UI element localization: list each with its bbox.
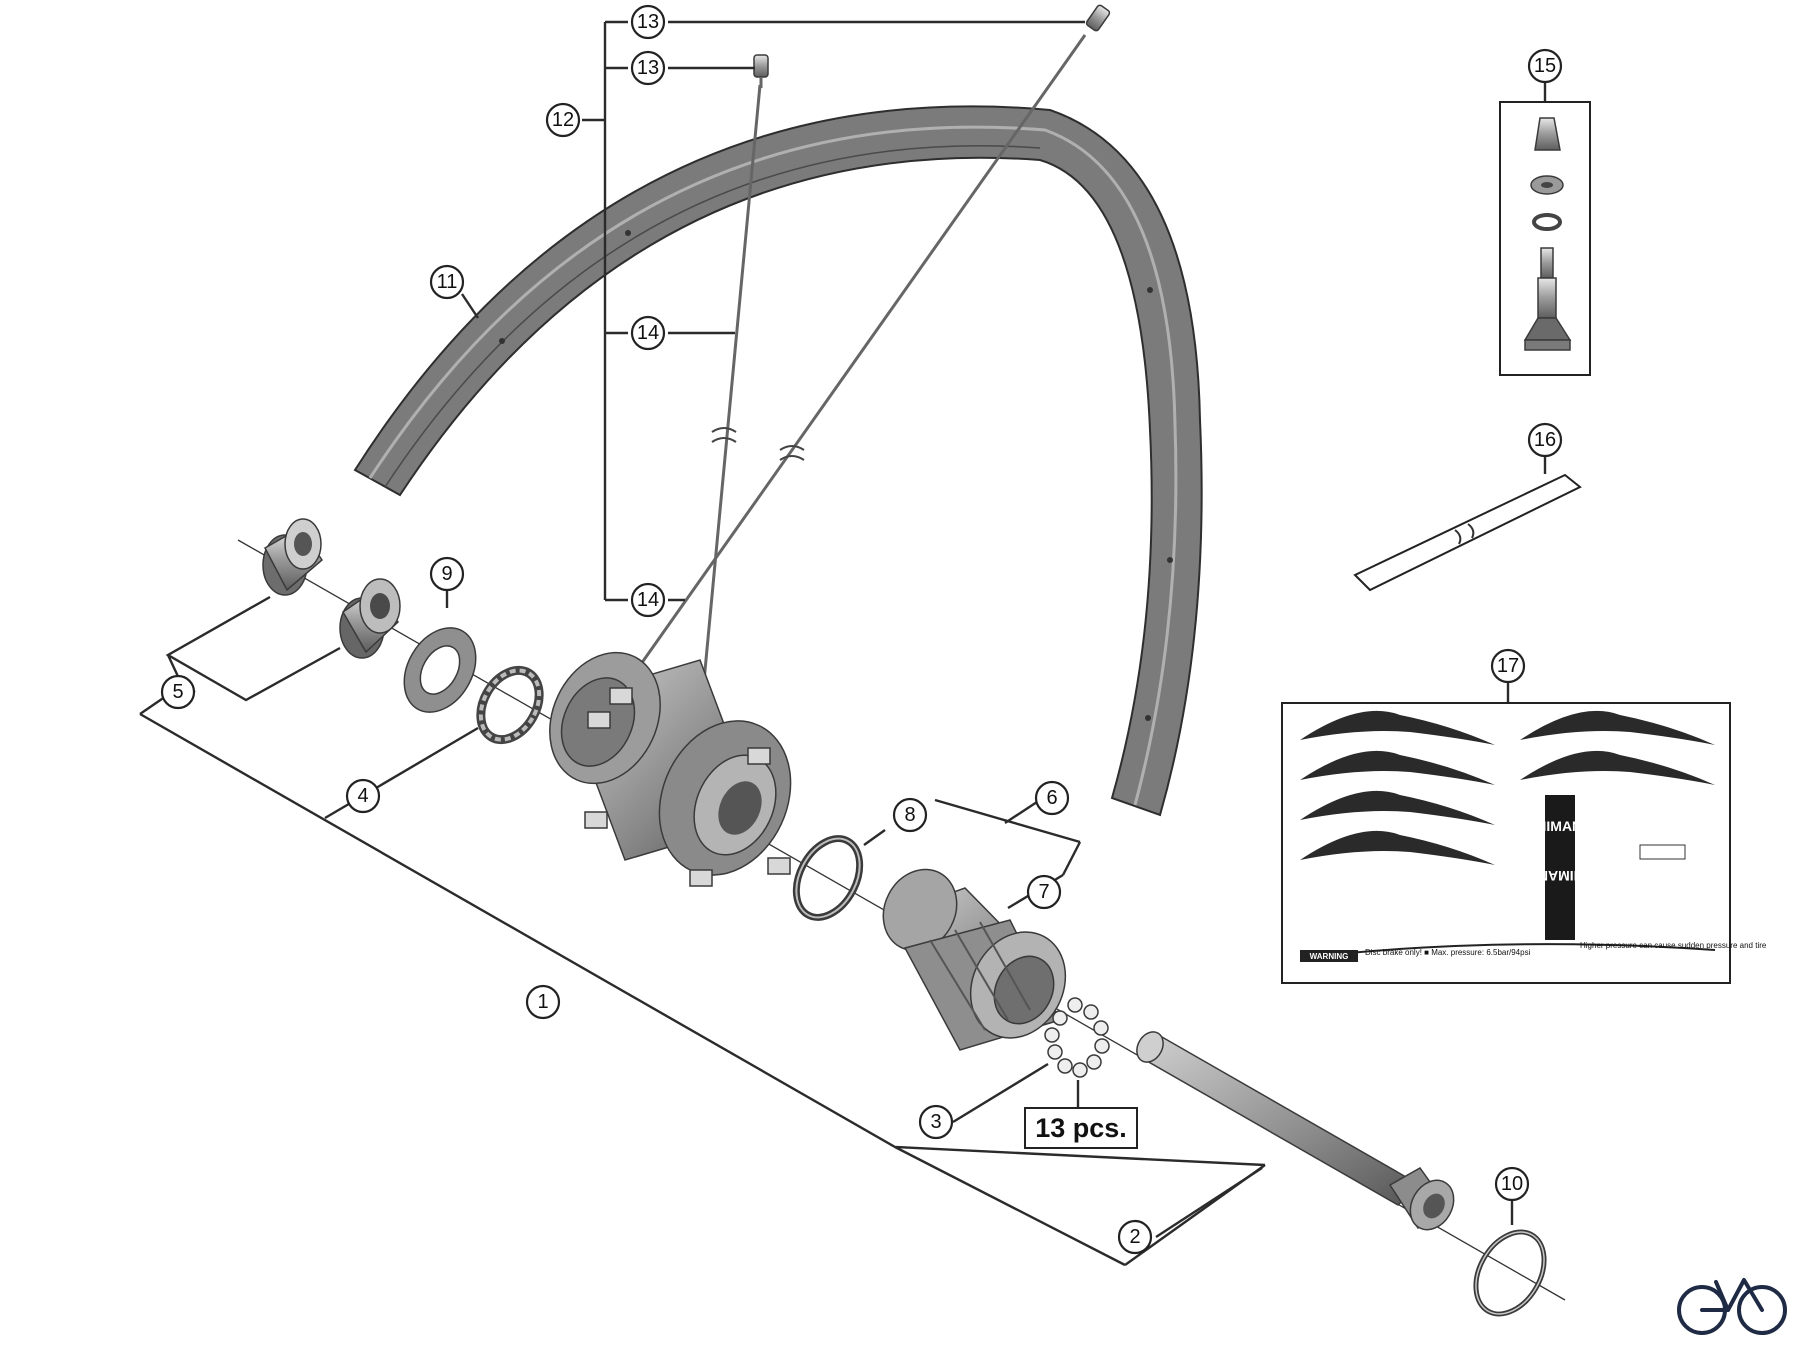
callout-15-label: 15 xyxy=(1534,55,1556,77)
fine-print-text: Higher pressure can cause sudden pressur… xyxy=(1580,941,1767,950)
callout-17: 17 xyxy=(1490,648,1526,684)
callout-1: 1 xyxy=(525,984,561,1020)
callout-4-label: 4 xyxy=(357,785,368,807)
callout-11: 11 xyxy=(429,264,465,300)
hub-body xyxy=(549,651,792,887)
callout-6: 6 xyxy=(1034,780,1070,816)
callout-8-label: 8 xyxy=(904,804,915,826)
bearing-ring-4 xyxy=(476,665,544,745)
callout-13-mid: 13 xyxy=(630,50,666,86)
bike-logo xyxy=(1677,1278,1787,1335)
warning-strip: WARNING Disc brake only! ■ Max. pressure… xyxy=(1299,941,1767,962)
callout-8: 8 xyxy=(892,797,928,833)
shimano-text: SHIMANO xyxy=(1527,818,1593,834)
rim-tape xyxy=(1353,473,1582,592)
shimano-text-inverted: SHIMANO xyxy=(1527,868,1593,884)
callout-13-top-label: 13 xyxy=(637,11,659,33)
end-cap-outer xyxy=(262,518,323,596)
valve-stem xyxy=(1523,247,1572,351)
spoke-break-mark xyxy=(711,427,737,443)
callout-13-mid-label: 13 xyxy=(637,57,659,79)
axle-2 xyxy=(1136,1031,1455,1231)
callout-10-label: 10 xyxy=(1501,1173,1523,1195)
callout-4: 4 xyxy=(345,778,381,814)
callout-2-label: 2 xyxy=(1129,1226,1140,1248)
callout-17-label: 17 xyxy=(1497,655,1519,677)
tape-break-mark xyxy=(1454,523,1475,545)
callout-16-label: 16 xyxy=(1534,429,1556,451)
callout-9-label: 9 xyxy=(441,563,452,585)
rim-spoke-hole xyxy=(1167,557,1173,563)
callout-5: 5 xyxy=(160,674,196,710)
hub-flange-tab xyxy=(609,687,633,705)
seal-ring-9 xyxy=(403,627,477,713)
hub-flange-tab xyxy=(747,747,771,765)
rim-spoke-hole xyxy=(499,338,505,344)
o-ring-8 xyxy=(792,835,864,921)
callout-14-upper: 14 xyxy=(630,315,666,351)
valve-kit-frame xyxy=(1499,101,1591,376)
nipple-straight xyxy=(753,54,769,88)
valve-kit xyxy=(1499,101,1591,376)
shimano-decal: SHIMANO SHIMANO xyxy=(1527,795,1593,940)
callout-12-label: 12 xyxy=(552,109,574,131)
callout-14-upper-label: 14 xyxy=(637,322,659,344)
nipple-angled xyxy=(1085,4,1111,32)
callout-14-lower-label: 14 xyxy=(637,589,659,611)
callout-11-label: 11 xyxy=(437,271,458,293)
spoke-break-mark xyxy=(779,445,805,461)
warning-label: WARNING xyxy=(1310,952,1349,961)
valve-cap xyxy=(1534,117,1561,151)
size-label xyxy=(1639,844,1686,860)
spoke-nipples xyxy=(753,4,1111,88)
callout-10: 10 xyxy=(1494,1166,1530,1202)
callout-12: 12 xyxy=(545,102,581,138)
callout-9: 9 xyxy=(429,556,465,592)
callout-2: 2 xyxy=(1117,1219,1153,1255)
callout-7-label: 7 xyxy=(1038,881,1049,903)
quantity-note-text: 13 pcs. xyxy=(1035,1113,1127,1143)
quantity-note: 13 pcs. xyxy=(1024,1107,1138,1149)
rim-spoke-hole xyxy=(625,230,631,236)
rim-warning-text: Disc brake only! ■ Max. pressure: 6.5bar… xyxy=(1365,948,1531,957)
hub-flange-tab xyxy=(587,711,611,729)
o-ring-10 xyxy=(1473,1229,1547,1317)
callout-3-label: 3 xyxy=(930,1111,941,1133)
callout-16: 16 xyxy=(1527,422,1563,458)
freehub-body-7 xyxy=(882,868,1067,1051)
callout-6-label: 6 xyxy=(1046,787,1057,809)
decal-sheet-frame xyxy=(1281,702,1731,984)
rim-spoke-hole xyxy=(1147,287,1153,293)
callout-13-top: 13 xyxy=(630,4,666,40)
callout-5-label: 5 xyxy=(172,681,183,703)
callout-1-label: 1 xyxy=(537,991,548,1013)
hub-flange-tab xyxy=(584,811,608,829)
ball-bearings-ring xyxy=(1044,997,1110,1078)
valve-washer xyxy=(1532,213,1562,231)
callout-14-lower: 14 xyxy=(630,582,666,618)
hub-flange-tab xyxy=(767,857,791,875)
callout-15: 15 xyxy=(1527,48,1563,84)
decal-sheet: SHIMANO SHIMANO WARNING Disc brake only!… xyxy=(1281,702,1767,984)
rim-spoke-hole xyxy=(1145,715,1151,721)
callout-7: 7 xyxy=(1026,874,1062,910)
rim xyxy=(353,105,1203,817)
hub-flange-tab xyxy=(689,869,713,887)
end-cap-inner xyxy=(339,578,401,659)
callout-3: 3 xyxy=(918,1104,954,1140)
rs-decal xyxy=(1300,710,1715,865)
